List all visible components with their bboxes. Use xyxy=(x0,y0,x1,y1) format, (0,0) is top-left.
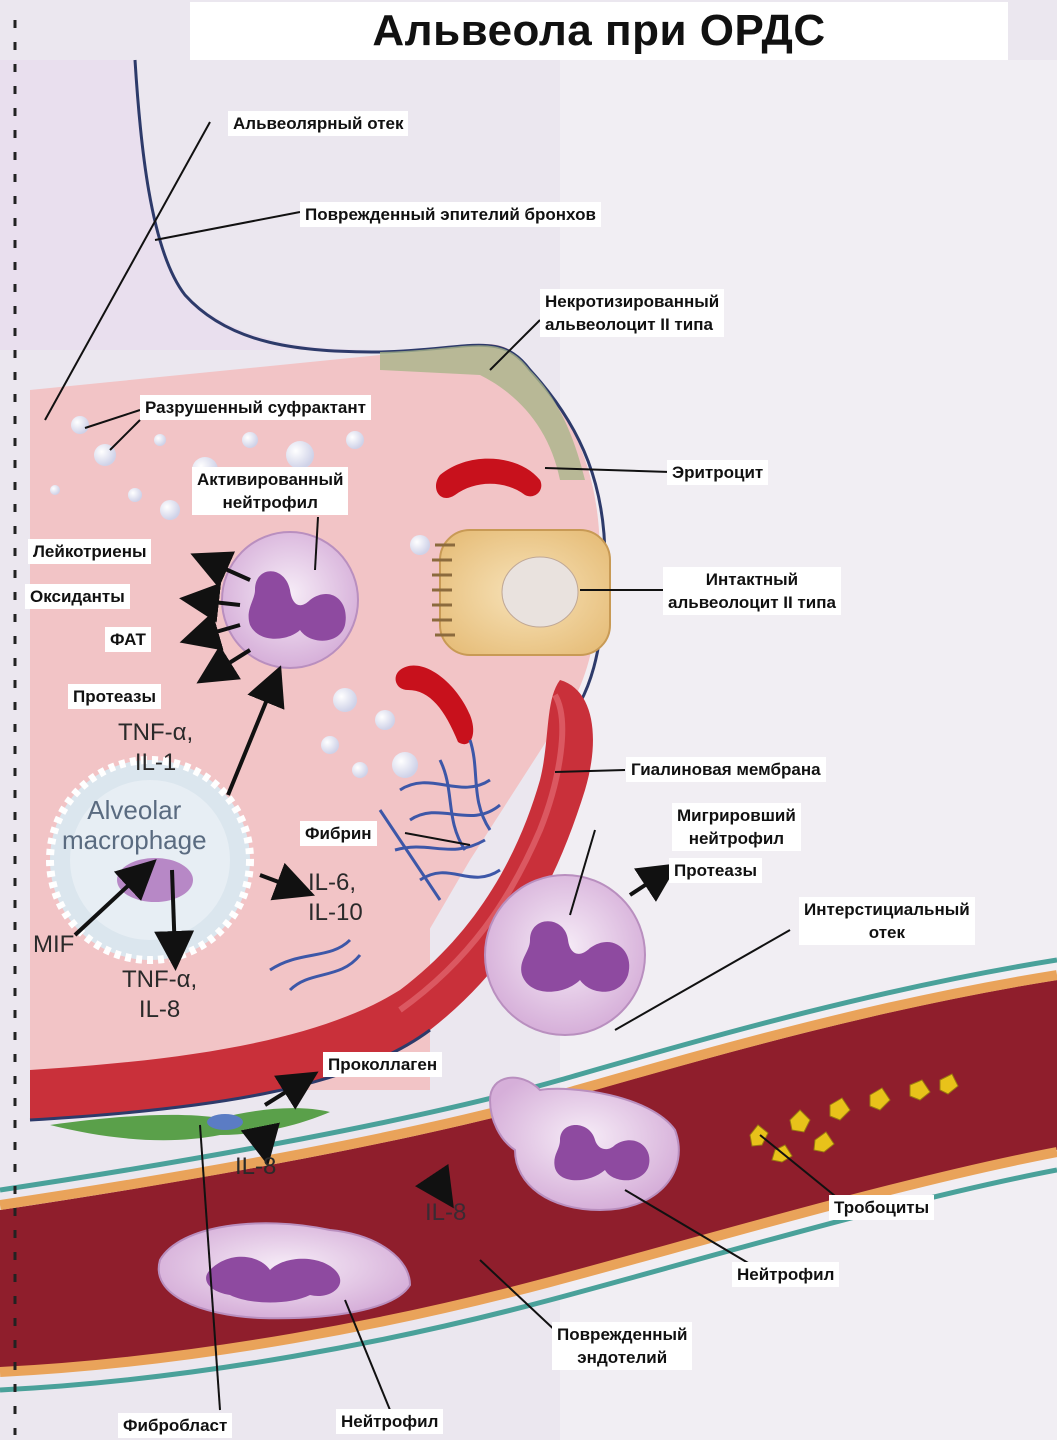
label-erythrocyte: Эритроцит xyxy=(667,460,768,485)
label-damaged-endothelium: Поврежденный эндотелий xyxy=(552,1322,692,1370)
label-leukotrienes: Лейкотриены xyxy=(28,539,151,564)
label-migrated-neutrophil: Мигрировший нейтрофил xyxy=(672,803,801,851)
label-interstitial-edema: Интерстициальный отек xyxy=(799,897,975,945)
intact-type2-cell xyxy=(432,530,610,655)
label-oxidants: Оксиданты xyxy=(25,584,130,609)
label-necrotic-type2: Некротизированный альвеолоцит II типа xyxy=(540,289,724,337)
activated-neutrophil xyxy=(222,532,358,668)
label-neutrophil-vessel: Нейтрофил xyxy=(732,1262,839,1287)
label-hyaline-membrane: Гиалиновая мембрана xyxy=(626,757,826,782)
label-platelets: Тробоциты xyxy=(829,1195,934,1220)
label-alveolar-edema: Альвеолярный отек xyxy=(228,111,408,136)
label-intact-type2: Интактный альвеолоцит II типа xyxy=(663,567,841,615)
title-box: Альвеола при ОРДС xyxy=(190,2,1008,60)
mediator-il8-vessel: IL-8 xyxy=(425,1198,466,1228)
label-proteases-right: Протеазы xyxy=(669,858,762,883)
label-surfactant: Разрушенный суфрактант xyxy=(140,395,371,420)
label-activated-neutrophil: Активированный нейтрофил xyxy=(192,467,348,515)
label-procollagen: Проколлаген xyxy=(323,1052,442,1077)
label-neutrophil-bottom: Нейтрофил xyxy=(336,1409,443,1434)
label-proteases-left: Протеазы xyxy=(68,684,161,709)
migrated-neutrophil xyxy=(485,875,645,1035)
mediator-il6-il10: IL-6, IL-10 xyxy=(308,868,363,928)
label-bronchial-epithelium: Поврежденный эпителий бронхов xyxy=(300,202,601,227)
mediator-il8-fibroblast: IL-8 xyxy=(235,1152,276,1182)
label-fibroblast: Фибробласт xyxy=(118,1413,232,1438)
label-fibrin: Фибрин xyxy=(300,821,377,846)
mediator-mif: MIF xyxy=(33,930,74,960)
label-fat: ФАТ xyxy=(105,627,151,652)
page-title: Альвеола при ОРДС xyxy=(372,6,825,56)
mediator-tnf-il1: TNF-α, IL-1 xyxy=(118,718,193,778)
macrophage-label: Alveolar macrophage xyxy=(62,795,207,855)
mediator-tnf-il8: TNF-α, IL-8 xyxy=(122,965,197,1025)
